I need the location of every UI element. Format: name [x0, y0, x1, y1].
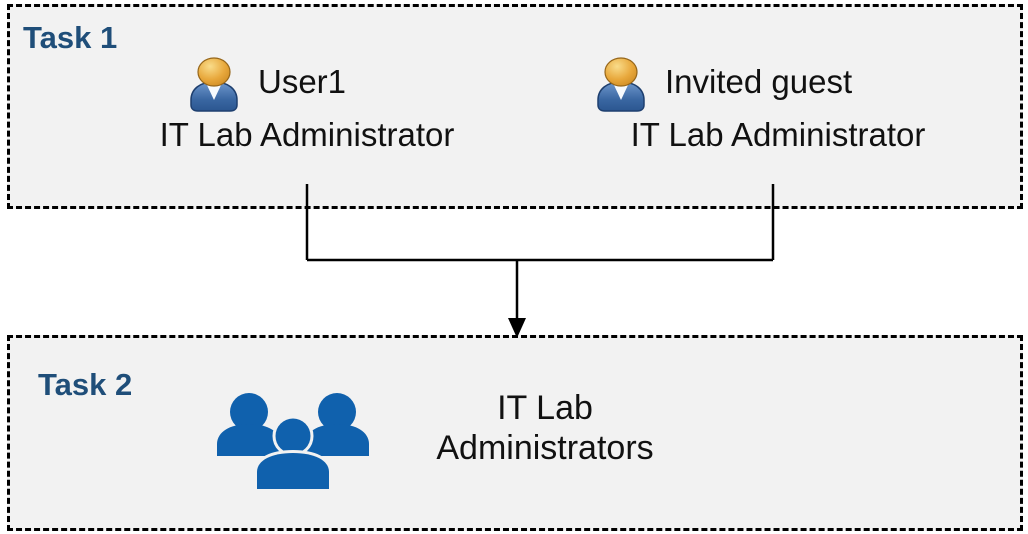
invited-guest-name: Invited guest: [665, 63, 853, 100]
group-name: IT Lab Administrators: [355, 388, 735, 468]
group-name-line2: Administrators: [436, 429, 654, 467]
invited-guest-role: IT Lab Administrator: [630, 116, 926, 153]
task1-box: Task 1 User1 IT Lab Administrator Invite…: [7, 4, 1023, 209]
person-icon: [597, 57, 645, 112]
task2-label: Task 2: [38, 367, 133, 402]
group-name-line1: IT Lab: [497, 389, 593, 427]
task2-box: Task 2 IT Lab Administrators: [7, 335, 1023, 531]
people-group-icon: [217, 393, 369, 490]
user1-role: IT Lab Administrator: [159, 116, 455, 153]
task1-label: Task 1: [23, 20, 118, 55]
person-icon: [190, 57, 238, 112]
user1-name: User1: [258, 63, 347, 100]
